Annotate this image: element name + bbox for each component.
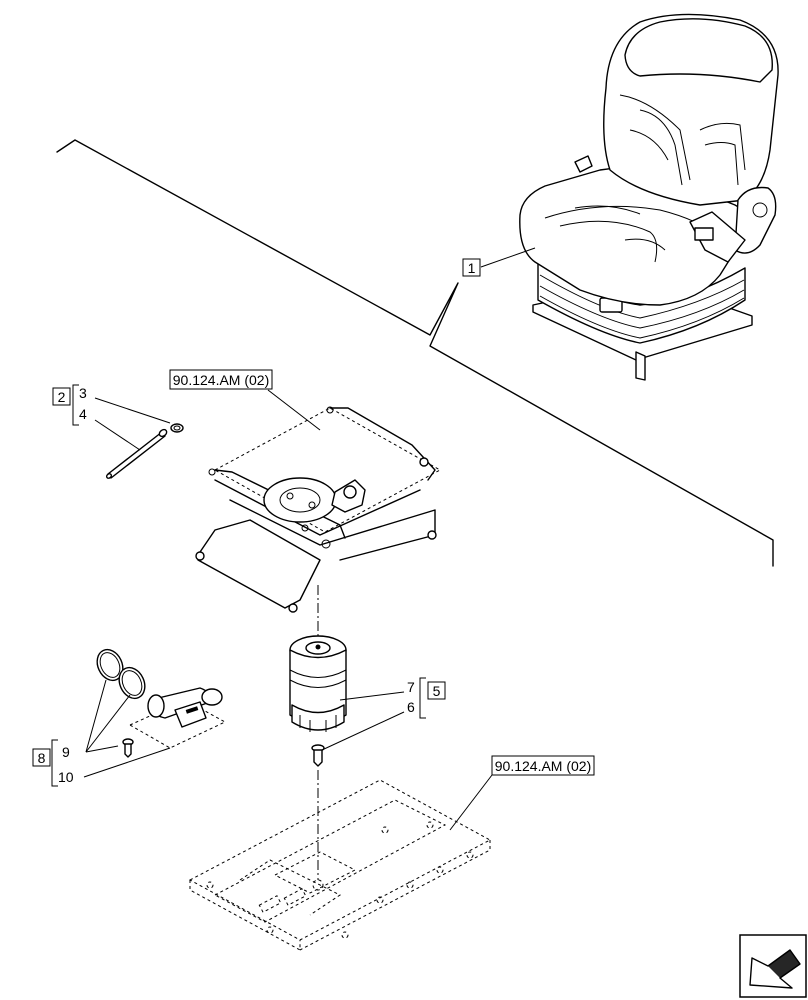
base-frame-reference <box>188 779 492 951</box>
damper-assembly <box>289 635 347 732</box>
callout-10: 10 <box>58 769 74 785</box>
callout-1: 1 <box>462 258 481 277</box>
callout-9: 9 <box>62 744 70 760</box>
ref-label-upper: 90.124.AM (02) <box>169 369 273 390</box>
clip-part-3 <box>170 423 184 433</box>
screw-part-10 <box>122 738 134 758</box>
screw-part-6 <box>311 744 325 767</box>
clamp-rings-part-9 <box>96 648 146 700</box>
svg-text:8: 8 <box>38 750 46 766</box>
callout-6: 6 <box>407 699 415 715</box>
callout-3: 3 <box>79 385 87 401</box>
callout-8: 8 <box>32 748 51 767</box>
svg-text:90.124.AM (02): 90.124.AM (02) <box>173 372 270 388</box>
callout-4: 4 <box>79 406 87 422</box>
callout-5: 5 <box>427 681 446 700</box>
sensor-unit-part-8 <box>128 687 227 749</box>
seat-assembly <box>519 13 779 381</box>
svg-text:5: 5 <box>433 683 441 699</box>
svg-text:1: 1 <box>468 260 476 276</box>
next-page-arrow-icon[interactable] <box>739 934 807 998</box>
swivel-frame-reference <box>195 406 442 613</box>
callout-7: 7 <box>407 679 415 695</box>
svg-text:2: 2 <box>58 389 66 405</box>
ref-label-lower: 90.124.AM (02) <box>491 755 595 776</box>
leader-lines <box>83 247 536 831</box>
pin-part-4 <box>105 428 168 479</box>
section-divider-line <box>56 139 774 567</box>
callout-2: 2 <box>52 387 71 406</box>
group-brackets <box>51 384 426 787</box>
svg-text:90.124.AM (02): 90.124.AM (02) <box>495 758 592 774</box>
